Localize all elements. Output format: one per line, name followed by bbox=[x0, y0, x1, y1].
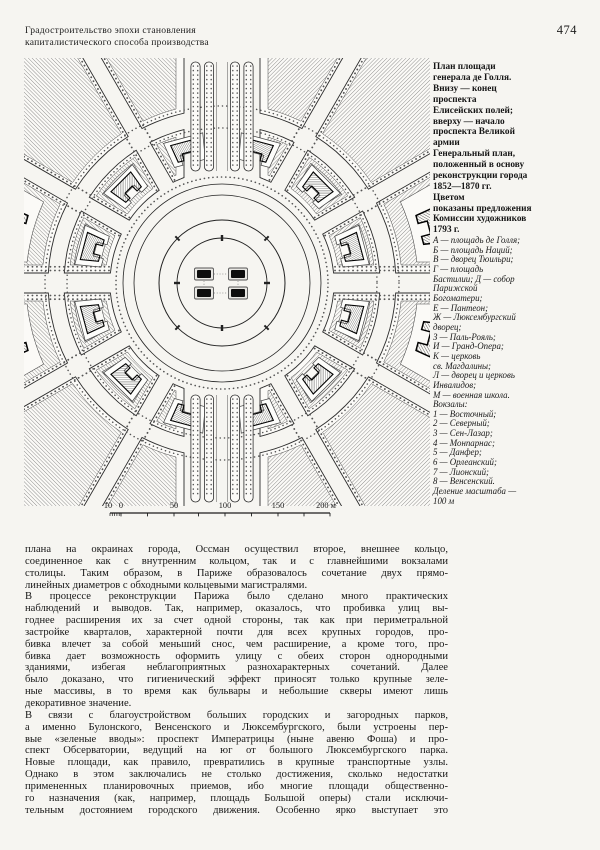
svg-text:200 м: 200 м bbox=[316, 501, 337, 510]
text-line: 1852—1870 гг. bbox=[433, 181, 492, 192]
text-line: армии bbox=[433, 138, 460, 149]
text-line: св. Магдалины; bbox=[433, 360, 491, 371]
text-line: Богоматери; bbox=[433, 292, 483, 303]
body-line: плана на окраинах города, Оссман осущест… bbox=[25, 544, 448, 555]
body-line: ные массивы, в то время как бульвары и н… bbox=[25, 686, 448, 698]
body-line: бивка влечет за собой меньший снос, чем … bbox=[25, 638, 448, 650]
body-line: наблюдений и выводов. Так, например, ока… bbox=[25, 603, 448, 615]
text-line: З — Паль-Рояль; bbox=[433, 331, 496, 342]
body-text: плана на окраинах города, Оссман осущест… bbox=[25, 544, 448, 820]
text-line: Л — дворец и церковь bbox=[433, 370, 515, 381]
body-line: Однако в этом заключались не столько дос… bbox=[25, 769, 448, 781]
text-line: проспекта Великой bbox=[433, 127, 515, 138]
text-line: проспекта bbox=[433, 94, 477, 105]
text-line: дворец; bbox=[433, 321, 462, 332]
svg-text:50: 50 bbox=[170, 501, 178, 510]
text-line: Цветом bbox=[433, 192, 465, 203]
text-line: В — дворец Тюильри; bbox=[433, 254, 514, 265]
text-line: 1 — Восточный; bbox=[433, 408, 497, 419]
body-line: спект Обсерватории, ведущий на юг от бол… bbox=[25, 745, 448, 757]
body-line: а именно Булонского, Венсенского и Люксе… bbox=[25, 721, 448, 733]
text-line: 5 — Данфер; bbox=[433, 447, 482, 458]
text-line: 7 — Лионский; bbox=[433, 466, 489, 477]
text-line: М — военная школа. bbox=[433, 389, 510, 400]
body-line: столицы. Таким образом, в Париже образов… bbox=[25, 567, 448, 579]
svg-text:100: 100 bbox=[219, 501, 231, 510]
text-line: Инвалидов; bbox=[433, 379, 477, 390]
text-line: капиталистического способа производства bbox=[25, 36, 209, 48]
text-line: Ж — Люксембургский bbox=[433, 312, 516, 323]
text-line: Градостроительство эпохи становления bbox=[25, 25, 196, 36]
body-line: примененных планировочных приемов, ибо м… bbox=[25, 780, 448, 792]
text-line: положенный в основу bbox=[433, 159, 525, 170]
text-line: И — Гранд-Опера; bbox=[433, 341, 504, 352]
text-line: Комиссии художников bbox=[433, 214, 527, 225]
text-line: Бастилии; Д — собор bbox=[433, 273, 515, 284]
body-line: бивка дает возможность оформить улицу с … bbox=[25, 650, 448, 662]
text-line: 4 — Монпарнас; bbox=[433, 437, 495, 448]
text-line: 3 — Сен-Лазар; bbox=[433, 428, 493, 439]
text-line: 100 м bbox=[433, 495, 455, 506]
body-line: линейных диаметров с обходными кольцевым… bbox=[25, 579, 308, 591]
text-line: 1793 г. bbox=[433, 225, 460, 236]
text-line: К — церковь bbox=[433, 350, 481, 361]
body-line: тельным достоянием городского движения. … bbox=[25, 804, 448, 816]
svg-text:10: 10 bbox=[104, 501, 112, 510]
body-line: В связи с благоустройством больших город… bbox=[25, 709, 448, 721]
text-line: А — площадь де Голля; bbox=[433, 235, 521, 245]
body-line: декоративное значение. bbox=[25, 697, 132, 709]
text-line: генерала де Голля. bbox=[433, 72, 512, 83]
text-line: Деление масштаба — bbox=[433, 486, 517, 497]
text-line: 2 — Северный; bbox=[433, 418, 490, 429]
text-line: вверху — начало bbox=[433, 116, 505, 127]
text-line: показаны предложения bbox=[433, 203, 532, 214]
text-line: Генеральный план, bbox=[433, 149, 516, 159]
text-line: Вокзалы: bbox=[433, 399, 468, 410]
text-line: Г — площадь bbox=[433, 263, 484, 274]
text-line: План площади bbox=[433, 62, 496, 72]
text-line: реконструкции города bbox=[433, 170, 528, 181]
text-line: Елисейских полей; bbox=[433, 105, 513, 116]
body-line: соединенное как с внутренним кольцом, та… bbox=[25, 555, 448, 567]
body-line: го назначения (как, например, площадь Бо… bbox=[25, 792, 448, 804]
svg-text:0: 0 bbox=[119, 501, 123, 510]
text-line: Е — Пантеон; bbox=[433, 302, 489, 313]
text-line: Внизу — конец bbox=[433, 83, 497, 94]
body-line: В процессе реконструкции Парижа было сде… bbox=[25, 591, 448, 603]
body-line: застройке кварталов, характерной почти д… bbox=[25, 626, 448, 638]
text-line: 8 — Венсенский. bbox=[433, 476, 495, 487]
text-line: Б — площадь Наций; bbox=[433, 244, 513, 255]
figure-legend: А — площадь де Голля;Б — площадь Наций;В… bbox=[433, 235, 599, 506]
text-line: Парижской bbox=[433, 283, 478, 294]
body-line: было доказано, что гигиенический эффект … bbox=[25, 674, 448, 686]
body-line: зданиями, избегая неблагоприятных разнох… bbox=[25, 662, 448, 674]
body-line: вые «зеленые вводы»: проспект Императриц… bbox=[25, 733, 448, 745]
page-number: 474 bbox=[556, 23, 577, 37]
body-line: Новые площади, как правило, превратились… bbox=[25, 757, 448, 769]
body-line: годнее расширения их за счет одной сторо… bbox=[25, 615, 448, 627]
text-line: 6 — Орлеанский; bbox=[433, 457, 497, 468]
svg-text:150: 150 bbox=[272, 501, 284, 510]
